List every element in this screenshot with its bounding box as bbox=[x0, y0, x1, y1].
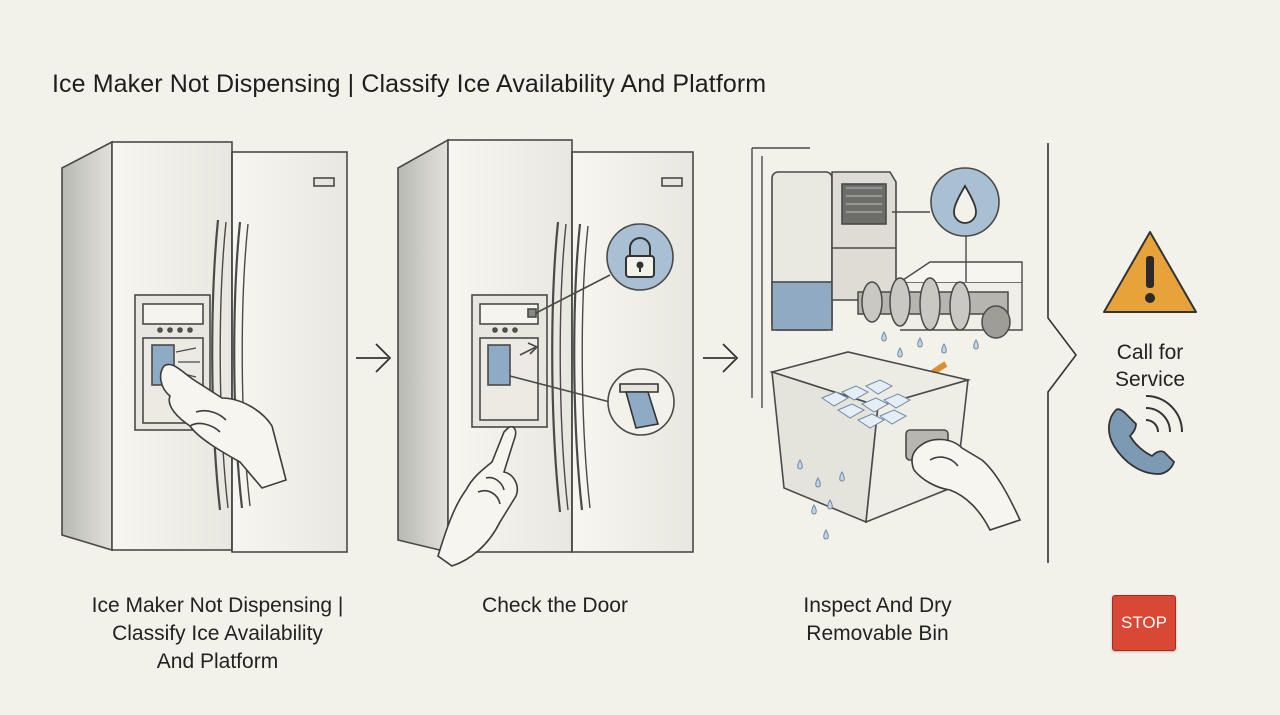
dispenser-paddle-icon bbox=[619, 383, 660, 429]
hand-pressing-paddle bbox=[159, 363, 287, 489]
step-3-caption: Inspect And Dry Removable Bin bbox=[803, 594, 952, 645]
fridge-1 bbox=[61, 140, 348, 553]
arrow-right-icon bbox=[356, 343, 392, 373]
water-drop-icon bbox=[953, 184, 977, 224]
ice-cubes bbox=[820, 379, 912, 429]
fridge-2 bbox=[397, 138, 694, 554]
section-divider bbox=[1047, 143, 1078, 563]
step-1-caption: Ice Maker Not Dispensing | Classify Ice … bbox=[91, 594, 344, 673]
warning-icon bbox=[1103, 231, 1197, 313]
bin-drips bbox=[797, 459, 845, 540]
water-drops bbox=[881, 331, 979, 358]
ice-bin bbox=[769, 351, 972, 524]
hand-pointing bbox=[437, 425, 519, 567]
water-callout bbox=[930, 167, 1000, 282]
auger-assembly bbox=[857, 277, 1011, 339]
paddle-callout bbox=[607, 368, 675, 436]
ice-maker bbox=[771, 171, 930, 331]
hand-holding-bin bbox=[911, 438, 1022, 531]
lock-callout bbox=[606, 223, 674, 291]
step-2-caption: Check the Door bbox=[482, 594, 628, 617]
arrow-right-icon bbox=[703, 343, 739, 373]
stop-button[interactable]: STOP bbox=[1112, 595, 1176, 651]
call-for-service-label: Call for Service bbox=[1114, 341, 1186, 391]
lock-icon bbox=[625, 237, 655, 278]
page-title: Ice Maker Not Dispensing | Classify Ice … bbox=[52, 70, 767, 98]
phone-icon bbox=[1108, 395, 1183, 475]
